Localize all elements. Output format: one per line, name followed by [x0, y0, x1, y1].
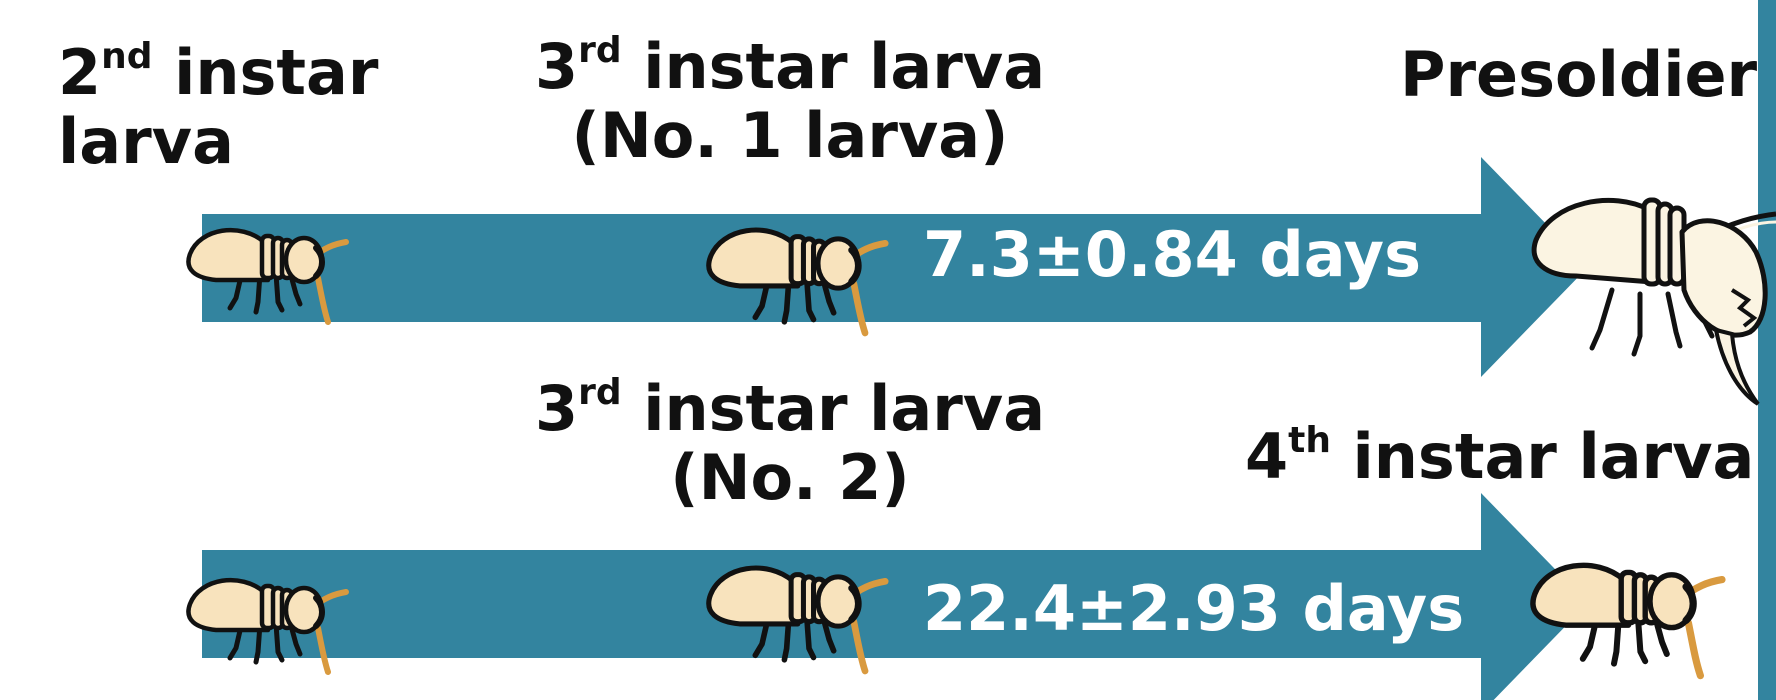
stage-text-line2: (No. 2) — [670, 441, 910, 515]
stage-number: 3 — [535, 30, 579, 103]
stage-text: instar larva — [621, 30, 1046, 103]
stage-label-2nd-instar: 2nd instar larva — [58, 38, 378, 177]
stage-text: instar larva — [621, 372, 1046, 445]
arrow-icon — [202, 157, 1588, 377]
divider-bar — [1758, 0, 1776, 700]
stage-text: instar larva — [1330, 420, 1755, 493]
stage-label-3rd-instar-no1: 3rd instar larva (No. 1 larva) — [535, 32, 1045, 171]
stage-text: Presoldier — [1400, 38, 1758, 111]
stage-text-line2: (No. 1 larva) — [571, 99, 1009, 173]
arrow-icon — [202, 493, 1588, 700]
termite-larva-icon — [1533, 565, 1722, 675]
stage-ordinal-suffix: rd — [578, 372, 622, 414]
duration-label-4th-instar-path: 22.4±2.93 days — [923, 572, 1465, 645]
stage-ordinal-suffix: nd — [101, 36, 153, 78]
stage-label-presoldier: Presoldier — [1400, 40, 1757, 109]
presoldier-termite-icon — [1531, 197, 1776, 406]
stage-ordinal-suffix: rd — [578, 30, 622, 72]
stage-text: instar — [152, 36, 379, 109]
stage-label-4th-instar: 4th instar larva — [1245, 422, 1754, 491]
duration-label-presoldier-path: 7.3±0.84 days — [923, 218, 1421, 291]
stage-ordinal-suffix: th — [1288, 420, 1331, 462]
stage-text-line2: larva — [58, 105, 234, 179]
stage-label-3rd-instar-no2: 3rd instar larva (No. 2) — [535, 374, 1045, 513]
stage-number: 2 — [58, 36, 102, 109]
stage-number: 4 — [1245, 420, 1289, 493]
stage-number: 3 — [535, 372, 579, 445]
